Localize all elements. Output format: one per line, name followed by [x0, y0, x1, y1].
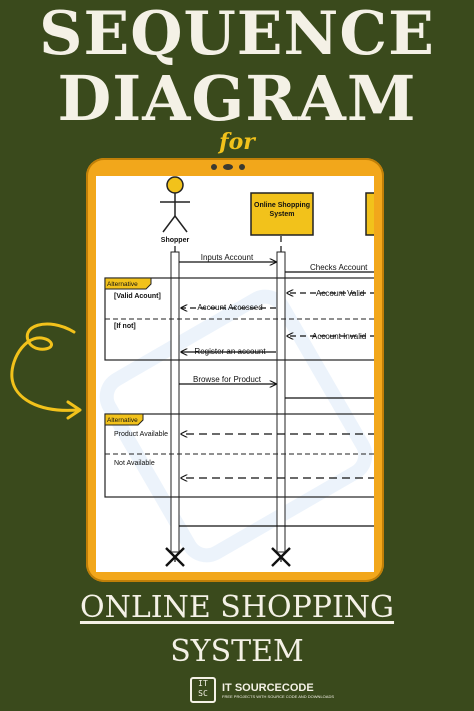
sequence-diagram: Shopper Online Shopping System Inputs Ac… [99, 176, 374, 567]
itsc-logo-icon: IT SC [190, 677, 216, 703]
brand-name: IT SOURCECODE [222, 681, 314, 694]
watermark-logo-icon [99, 289, 373, 563]
guard-if-not: [If not] [114, 323, 136, 330]
shopper-label: Shopper [161, 237, 190, 244]
alternative-tag-2: Alternative [107, 417, 138, 424]
message-inputs-account: Inputs Account [201, 253, 254, 262]
camera-dot-icon [239, 164, 245, 170]
camera-lens-icon [223, 164, 233, 170]
title-line-2: DIAGRAM [57, 62, 417, 135]
curly-arrow-icon [10, 322, 82, 420]
tablet-frame: Shopper Online Shopping System Inputs Ac… [86, 158, 384, 582]
message-register-account: Register an account [194, 347, 266, 356]
footer-title-line-2: SYSTEM [170, 634, 304, 669]
brand-tagline: FREE PROJECTS WITH SOURCE CODE AND DOWNL… [222, 693, 335, 699]
brand-logo: IT SC IT SOURCECODE FREE PROJECTS WITH S… [190, 677, 334, 703]
message-account-accessed: Account Accessed [197, 303, 262, 312]
title-line-1: SEQUENCE [39, 0, 435, 69]
guard-not-available: Not Available [114, 460, 155, 467]
footer-title-line-1: ONLINE SHOPPING [79, 590, 395, 625]
system-box [250, 192, 314, 236]
shopper-actor-icon [160, 176, 190, 233]
message-account-invalid: Account Invalid [312, 332, 366, 341]
guard-product-available: Product Available [114, 431, 168, 438]
alternative-tag-1: Alternative [107, 281, 138, 288]
message-account-valid: Account Valid [316, 289, 364, 298]
system-destroy-icon [271, 547, 291, 567]
message-browse-product: Browse for Product [193, 375, 262, 384]
third-participant-box [365, 192, 374, 236]
message-checks-account: Checks Account [310, 263, 368, 272]
shopper-destroy-icon [165, 547, 185, 567]
system-label: Online Shopping System [254, 202, 310, 218]
camera-dot-icon [211, 164, 217, 170]
alternative-fragment-2 [104, 413, 374, 498]
diagram-screen: Shopper Online Shopping System Inputs Ac… [96, 176, 374, 572]
guard-valid-account: [Valid Acount] [114, 293, 161, 300]
for-label: for [219, 129, 255, 155]
